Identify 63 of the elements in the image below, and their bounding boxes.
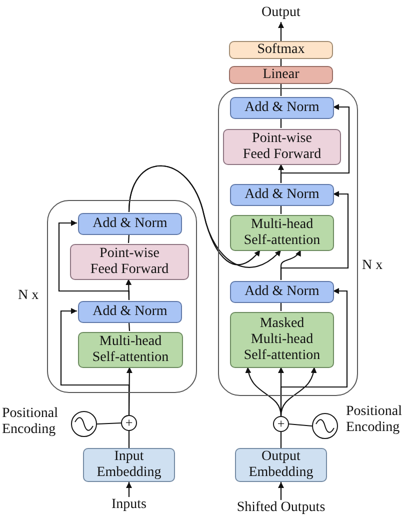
connector-line [280, 84, 282, 96]
box-label: Output Embedding [248, 448, 314, 482]
add-norm-box [78, 301, 182, 323]
add-norm-box [230, 184, 334, 206]
arrow [280, 288, 348, 416]
connector-line [288, 423, 312, 427]
box-label: Point-wise Feed Forward [242, 130, 322, 164]
arrow [128, 165, 282, 268]
box-label: Add & Norm [244, 100, 320, 116]
box-label: Linear [262, 66, 300, 84]
sum-circle [273, 416, 289, 432]
attention-box [230, 312, 334, 368]
arrow [280, 104, 350, 183]
feed-forward-box [223, 129, 341, 165]
arrow [60, 308, 130, 415]
box-label: Add & Norm [92, 304, 168, 320]
plus-sign: + [125, 416, 133, 430]
connector-line [128, 234, 130, 244]
arrow [280, 366, 316, 416]
add-norm-box [78, 213, 182, 235]
add-norm-box [230, 97, 334, 119]
arrow [280, 191, 349, 280]
box-label: Masked Multi-head Self-attention [242, 316, 322, 364]
io-label: Output [262, 5, 300, 22]
box-label: Add & Norm [244, 284, 320, 300]
encoding-label: Positional Encoding [346, 404, 404, 436]
arrow [278, 482, 284, 500]
feed-forward-box [70, 244, 189, 280]
connector-line [280, 59, 282, 66]
add-norm-box [230, 281, 334, 303]
sum-circle [121, 415, 137, 431]
connector-line [280, 432, 282, 448]
box-label: Input Embedding [96, 448, 162, 482]
arrow [58, 220, 130, 300]
softmax-box [229, 41, 333, 59]
repeat-label: N x [362, 258, 384, 274]
linear-box [229, 66, 333, 84]
connector-line [128, 431, 130, 448]
arrow [126, 482, 132, 497]
connector-line [96, 422, 122, 425]
attention-box [78, 332, 183, 368]
plus-sign: + [277, 416, 285, 432]
arrow [278, 22, 284, 41]
embedding-box [83, 448, 175, 482]
box-label: Softmax [257, 42, 305, 58]
repeat-label: N x [18, 288, 40, 304]
io-label: Shifted Outputs [236, 500, 326, 516]
arrow [246, 366, 282, 416]
box-label: Add & Norm [92, 216, 168, 232]
box-label: Multi-head Self-attention [242, 216, 322, 250]
embedding-box [235, 448, 327, 482]
box-label: Add & Norm [244, 186, 320, 204]
box-label: Point-wise Feed Forward [89, 246, 170, 278]
layer-block [218, 88, 358, 396]
box-label: Multi-head Self-attention [91, 334, 170, 366]
io-label: Inputs [112, 496, 146, 514]
positional-encoding-circle [312, 413, 338, 439]
positional-encoding-circle [71, 411, 97, 437]
layer-block [47, 200, 197, 393]
connector-line [280, 118, 282, 128]
connector-line [128, 322, 130, 332]
encoding-label: Positional Encoding [2, 406, 60, 438]
attention-box [230, 215, 334, 251]
